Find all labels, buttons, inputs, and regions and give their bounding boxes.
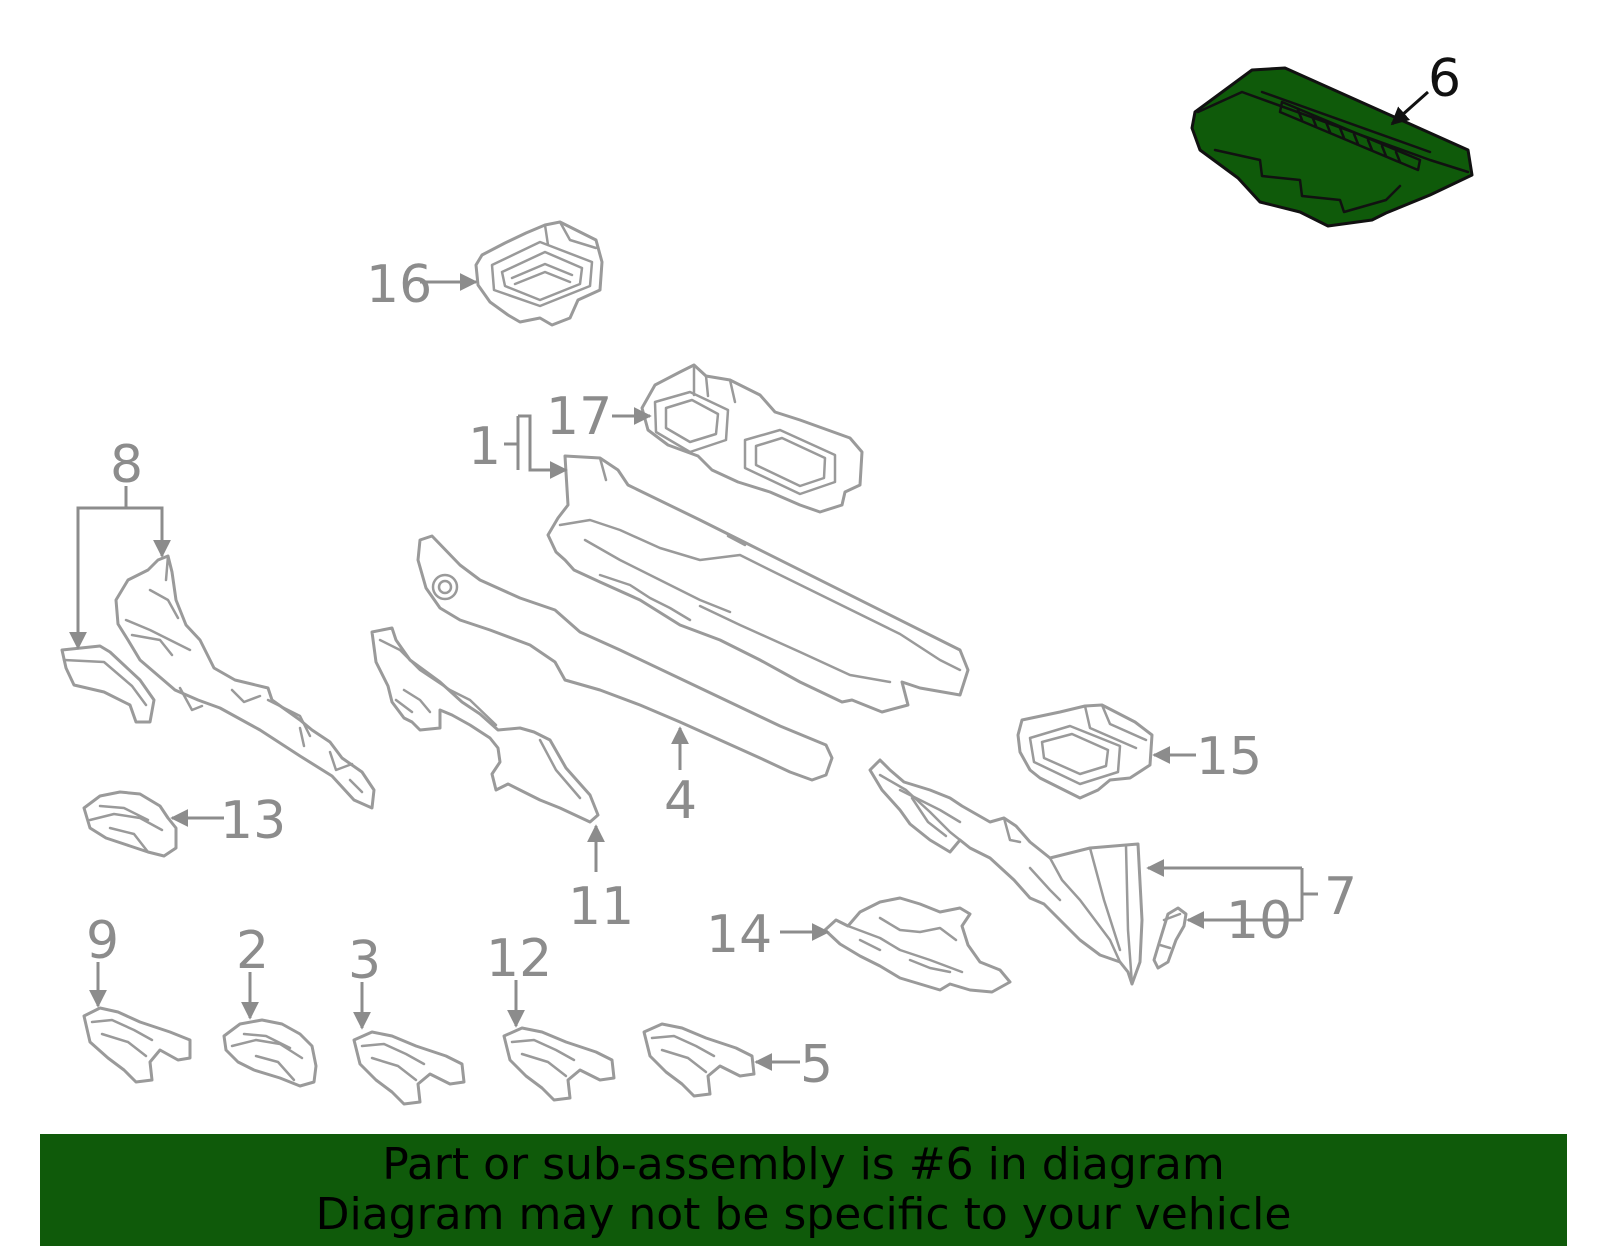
part-7-right-bracket[interactable] — [868, 758, 1144, 986]
callout-11: 11 — [568, 877, 634, 937]
part-17-center-vent[interactable] — [640, 363, 864, 514]
callout-labels: 6 16 17 1 8 4 11 15 7 10 13 14 9 2 3 12 … — [86, 49, 1461, 1095]
callout-1: 1 — [468, 417, 501, 477]
part-5-clip[interactable] — [642, 1022, 756, 1098]
part-9-clip[interactable] — [82, 1006, 192, 1084]
callout-5: 5 — [800, 1035, 833, 1095]
part-3-clip[interactable] — [352, 1030, 466, 1106]
part-8-small-trim[interactable] — [60, 644, 156, 724]
part-6-highlighted[interactable] — [1190, 66, 1474, 228]
info-banner: Part or sub-assembly is #6 in diagram Di… — [40, 1134, 1567, 1246]
part-1-dash-panel[interactable] — [546, 454, 970, 714]
part-8-left-bracket[interactable] — [114, 554, 376, 810]
part-16-vent[interactable] — [474, 220, 604, 327]
part-2-clip[interactable] — [222, 1018, 318, 1088]
callout-3: 3 — [348, 931, 381, 991]
part-13-clip[interactable] — [82, 790, 178, 858]
banner-line-disclaimer: Diagram may not be specific to your vehi… — [315, 1189, 1292, 1240]
banner-line-part: Part or sub-assembly is #6 in diagram — [382, 1139, 1225, 1190]
callout-10: 10 — [1226, 891, 1292, 951]
leader-lines — [69, 90, 1429, 1071]
part-10-fastener[interactable] — [1152, 906, 1188, 970]
part-14-bracket[interactable] — [823, 896, 1012, 994]
part-12-clip[interactable] — [502, 1026, 616, 1102]
callout-7: 7 — [1324, 867, 1357, 927]
callout-17: 17 — [546, 387, 612, 447]
callout-4: 4 — [664, 771, 697, 831]
parts-diagram: 6 16 17 1 8 4 11 15 7 10 13 14 9 2 3 12 … — [60, 49, 1474, 1106]
callout-13: 13 — [220, 791, 286, 851]
callout-15: 15 — [1196, 727, 1262, 787]
callout-16: 16 — [366, 255, 432, 315]
callout-14: 14 — [706, 905, 772, 965]
part-15-vent[interactable] — [1016, 703, 1154, 800]
callout-12: 12 — [486, 929, 552, 989]
callout-2: 2 — [236, 921, 269, 981]
callout-9: 9 — [86, 911, 119, 971]
part-11-bracket[interactable] — [370, 626, 600, 824]
callout-8: 8 — [110, 435, 143, 495]
part-4-trim-strip[interactable] — [416, 534, 834, 782]
callout-6: 6 — [1428, 49, 1461, 109]
